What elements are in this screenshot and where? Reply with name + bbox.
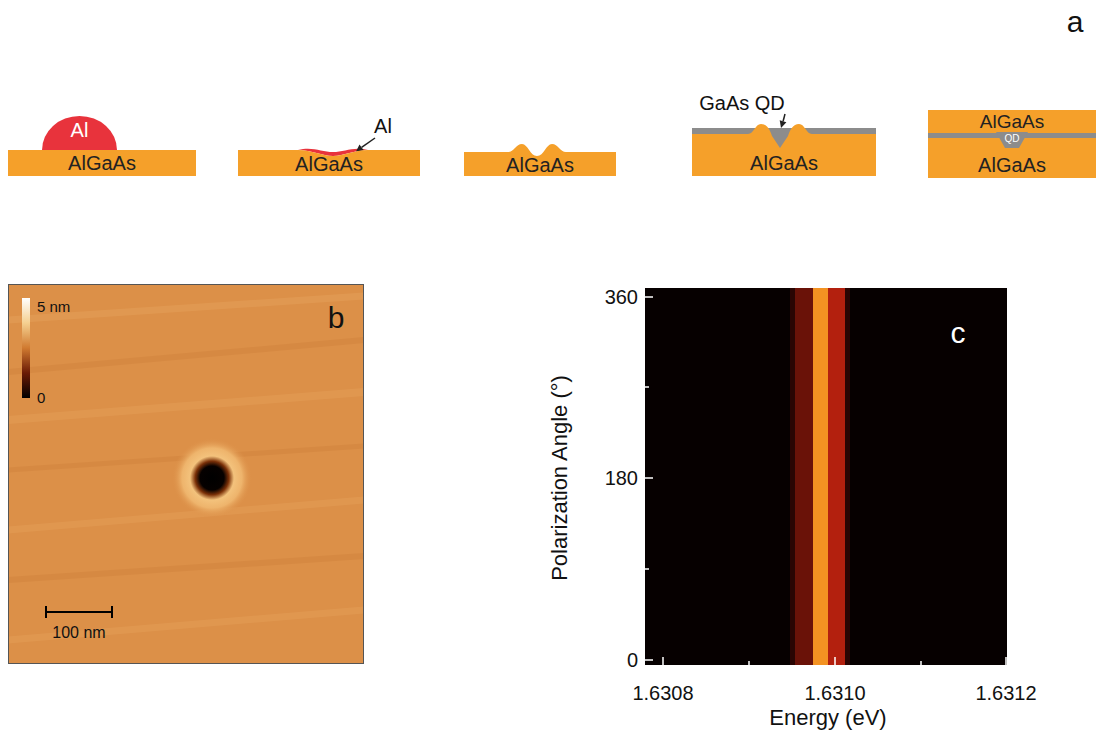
tick-label: 1.6312 [975, 683, 1036, 703]
node-label: AlGaAs [750, 153, 818, 173]
colorbar-label: 0 [37, 390, 45, 405]
colorbar-label: 5 nm [37, 299, 70, 314]
material-label: GaAs QD [699, 93, 785, 113]
panel-letter: a [1067, 7, 1084, 37]
node-outline [692, 124, 876, 176]
scale-label: 100 nm [52, 625, 105, 641]
node-label: AlGaAs [506, 155, 574, 175]
substrate-layer: AlGaAs [692, 120, 876, 176]
node-label: AlGaAs [295, 154, 363, 174]
node-outline [928, 138, 1096, 178]
axis-ticks [645, 297, 1006, 665]
arrow-head [780, 120, 787, 128]
al-droplet: Al [42, 110, 117, 150]
panel-letter: b [328, 303, 345, 333]
afm-texture [8, 556, 364, 580]
node-label: Al [71, 120, 89, 140]
afm-background [8, 284, 364, 664]
nanohole [172, 438, 252, 518]
substrate-layer: AlGaAs [238, 146, 420, 176]
tick-label: 180 [605, 468, 638, 488]
node-outline [42, 116, 117, 150]
leader-line [362, 138, 375, 147]
heatmap-band [795, 288, 813, 665]
axis-title: Energy (eV) [769, 707, 886, 729]
node-outline [464, 144, 616, 176]
scale-bar [46, 606, 112, 618]
leader-line [783, 114, 785, 121]
afm-texture [8, 610, 364, 640]
afm-image [8, 284, 364, 664]
node-label: AlGaAs [68, 153, 136, 173]
panel-letter: c [951, 318, 966, 348]
afm-texture [8, 392, 364, 420]
tick-label: 1.6310 [804, 683, 865, 703]
node-label: AlGaAs [980, 112, 1044, 131]
node-label: AlGaAs [978, 155, 1046, 175]
afm-frame [9, 285, 364, 664]
capping-layer: AlGaAs [928, 110, 1096, 133]
substrate-layer: AlGaAs [8, 150, 196, 176]
quantum-dot: QD [998, 131, 1026, 149]
afm-texture [8, 340, 364, 372]
material-label: Al [374, 116, 392, 136]
node-outline [8, 150, 196, 176]
tick-label: 0 [627, 650, 638, 670]
heatmap-band [828, 288, 845, 665]
tick-label: 360 [605, 287, 638, 307]
node-outline [928, 110, 1096, 133]
heatmap-band [813, 288, 828, 665]
heatmap-background [645, 288, 1007, 665]
afm-texture [8, 296, 364, 320]
tick-label: 1.6308 [632, 683, 693, 703]
heatmap-band [790, 288, 850, 665]
axis-title: Polarization Angle (°) [549, 375, 571, 581]
substrate-layer: AlGaAs [464, 140, 616, 176]
node-label: QD [1005, 134, 1020, 144]
colorbar [22, 298, 30, 398]
node-outline [238, 150, 420, 176]
